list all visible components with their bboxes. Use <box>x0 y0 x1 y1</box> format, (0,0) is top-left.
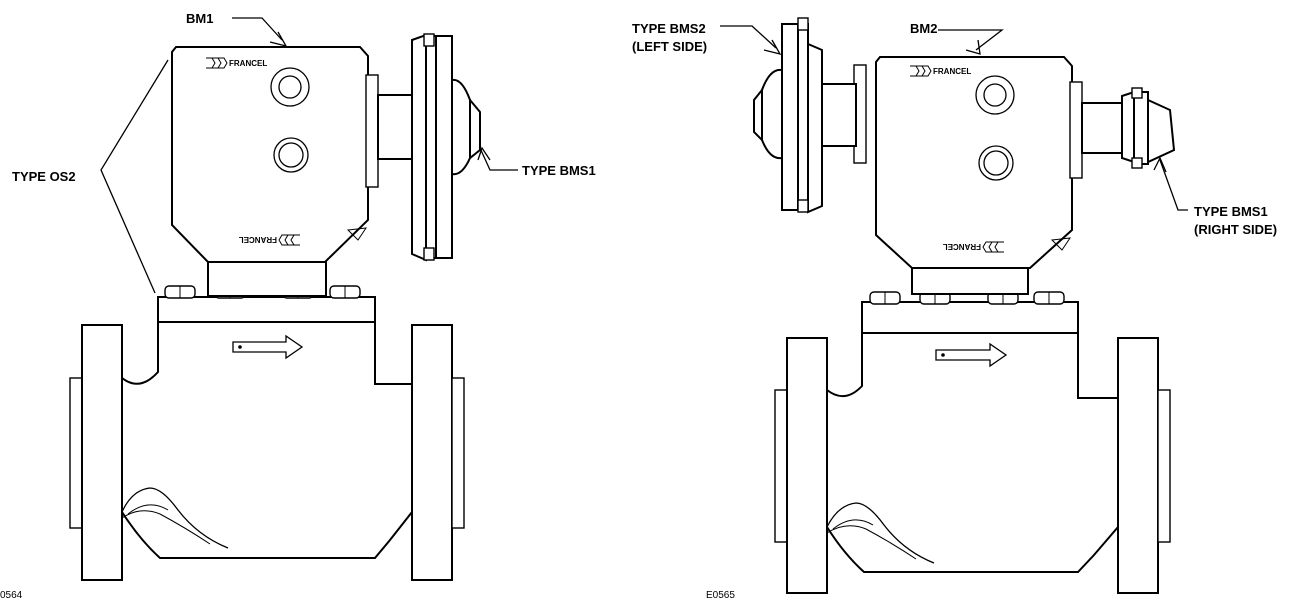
bm1-label: BM1 <box>186 11 213 26</box>
right-bms2-diaphragm-left <box>753 17 867 214</box>
right-actuator-housing: FRANCEL FRANCEL <box>875 56 1073 269</box>
right-bms1-diaphragm-right <box>1069 81 1176 179</box>
figure-code-left: 0564 <box>0 590 23 601</box>
right-bonnet <box>861 267 1079 334</box>
left-bms1-diaphragm <box>365 33 481 262</box>
brand-logo-top-right: FRANCEL <box>933 67 971 76</box>
brand-logo-bottom-right: FRANCEL <box>943 242 981 251</box>
left-bonnet <box>157 261 376 323</box>
left-valve-body <box>69 321 465 581</box>
bm2-label: BM2 <box>910 21 937 36</box>
type-bms2-label-line2: (LEFT SIDE) <box>632 39 707 54</box>
right-valve-body <box>774 332 1171 594</box>
brand-logo-bottom-left: FRANCEL <box>239 235 277 244</box>
type-bms1-label-line1-right: TYPE BMS1 <box>1194 204 1268 219</box>
right-label-leaders <box>720 25 1188 211</box>
right-valve-figure: FRANCEL FRANCEL <box>632 17 1277 601</box>
type-bms2-label-line1: TYPE BMS2 <box>632 21 706 36</box>
brand-logo-top-left: FRANCEL <box>229 59 267 68</box>
type-bms1-label-line2-right: (RIGHT SIDE) <box>1194 222 1277 237</box>
type-bms1-label-left: TYPE BMS1 <box>522 163 596 178</box>
type-os2-label: TYPE OS2 <box>12 169 76 184</box>
left-actuator-housing: FRANCEL FRANCEL <box>171 46 369 263</box>
figure-code-right: E0565 <box>706 590 735 601</box>
left-label-leaders <box>100 17 518 294</box>
left-valve-figure: FRANCEL FRANCEL BM1 TYPE OS2 <box>0 11 596 601</box>
